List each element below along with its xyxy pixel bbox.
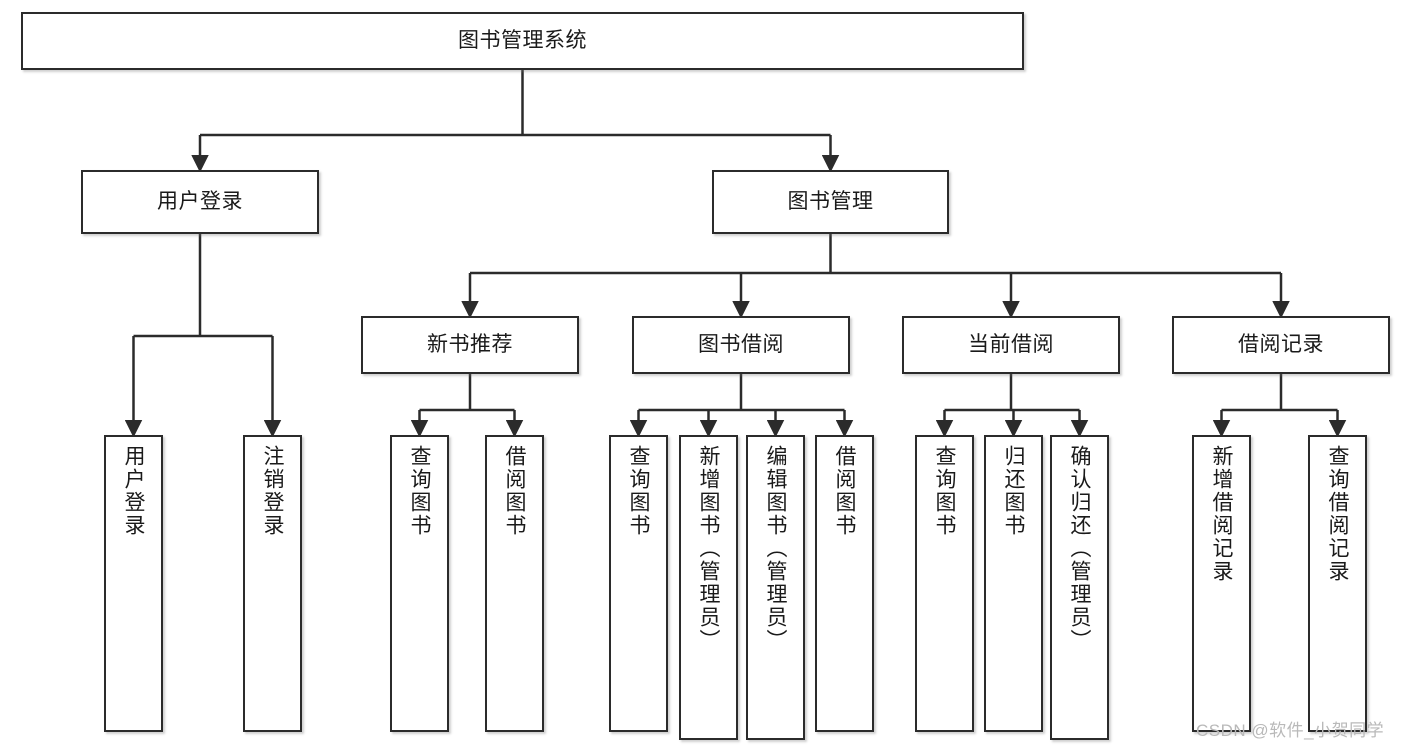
node-book-borrow[interactable]: 图书借阅: [632, 316, 850, 374]
node-label-current-borrow: 当前借阅: [968, 332, 1054, 356]
node-leaf-bb-add[interactable]: 新增图书（管理员）: [679, 435, 738, 740]
node-leaf-user-login[interactable]: 用户登录: [104, 435, 163, 732]
node-label-leaf-cb-query: 查询图书: [933, 445, 956, 537]
node-current-borrow[interactable]: 当前借阅: [902, 316, 1120, 374]
node-leaf-rec-borrow[interactable]: 借阅图书: [485, 435, 544, 732]
node-new-book-rec[interactable]: 新书推荐: [361, 316, 579, 374]
node-label-leaf-rec-query: 查询图书: [408, 445, 431, 537]
node-leaf-bb-borrow[interactable]: 借阅图书: [815, 435, 874, 732]
node-leaf-br-query[interactable]: 查询借阅记录: [1308, 435, 1367, 732]
node-leaf-cb-query[interactable]: 查询图书: [915, 435, 974, 732]
node-label-new-book-rec: 新书推荐: [427, 332, 513, 356]
node-label-leaf-br-query: 查询借阅记录: [1326, 445, 1349, 583]
node-label-leaf-cb-confirm: 确认归还（管理员）: [1068, 445, 1091, 652]
node-leaf-rec-query[interactable]: 查询图书: [390, 435, 449, 732]
node-leaf-user-logout[interactable]: 注销登录: [243, 435, 302, 732]
node-leaf-br-add[interactable]: 新增借阅记录: [1192, 435, 1251, 732]
node-leaf-bb-edit[interactable]: 编辑图书（管理员）: [746, 435, 805, 740]
node-borrow-record[interactable]: 借阅记录: [1172, 316, 1390, 374]
node-label-leaf-cb-return: 归还图书: [1002, 445, 1025, 537]
node-leaf-cb-return[interactable]: 归还图书: [984, 435, 1043, 732]
node-label-book-manage: 图书管理: [787, 189, 874, 213]
node-leaf-bb-query[interactable]: 查询图书: [609, 435, 668, 732]
node-book-manage[interactable]: 图书管理: [712, 170, 949, 234]
node-user-login[interactable]: 用户登录: [81, 170, 319, 234]
node-label-leaf-br-add: 新增借阅记录: [1210, 445, 1233, 583]
node-label-user-login: 用户登录: [157, 189, 243, 213]
node-label-book-borrow: 图书借阅: [698, 332, 784, 356]
node-label-borrow-record: 借阅记录: [1238, 332, 1324, 356]
edge-layer: [124, 70, 1347, 438]
node-label-leaf-bb-edit: 编辑图书（管理员）: [764, 445, 787, 652]
node-label-leaf-user-login: 用户登录: [122, 445, 145, 537]
node-label-leaf-bb-query: 查询图书: [627, 445, 650, 537]
node-leaf-cb-confirm[interactable]: 确认归还（管理员）: [1050, 435, 1109, 740]
node-label-root: 图书管理系统: [458, 28, 587, 52]
node-label-leaf-rec-borrow: 借阅图书: [503, 445, 526, 537]
node-label-leaf-bb-borrow: 借阅图书: [833, 445, 856, 537]
node-root[interactable]: 图书管理系统: [21, 12, 1024, 70]
node-label-leaf-user-logout: 注销登录: [261, 445, 284, 537]
node-label-leaf-bb-add: 新增图书（管理员）: [697, 445, 720, 652]
